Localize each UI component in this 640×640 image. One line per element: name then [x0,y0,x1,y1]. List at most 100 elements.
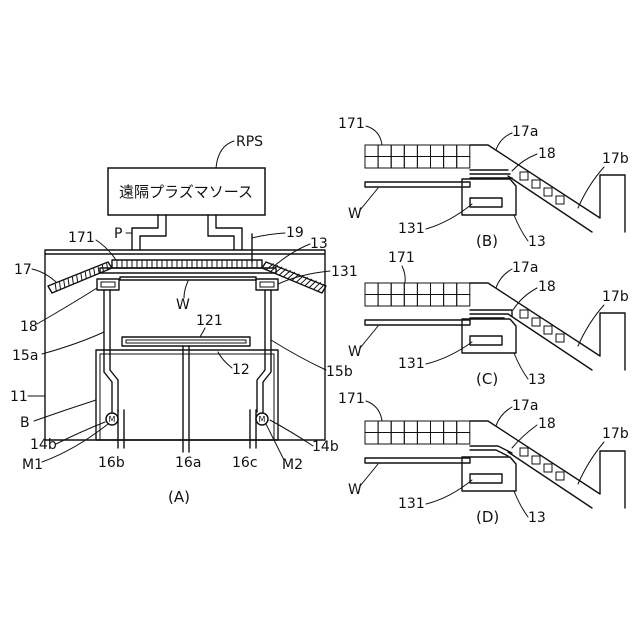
hatch-line [81,274,82,281]
shower-plate-cell [404,295,417,307]
leader-17a [496,269,512,288]
panel-a: RPS 遠隔プラズマソース P 19 W [10,134,358,506]
panel-d: 171 17a 18 17b W 131 (D) 13 [338,391,629,526]
motor-m2-symbol: M [259,415,266,424]
label-131: 131 [331,264,358,280]
hatch-line [313,283,320,290]
hatch-line [68,279,69,286]
hatch-line [107,264,108,270]
shower-plate-cell [365,157,378,169]
leader-17a [496,133,512,150]
shower-plate-cell [431,295,444,307]
label-m2: M2 [282,457,303,473]
slope-cell [532,318,540,326]
label-18: 18 [20,319,38,335]
leader-17a [496,407,512,426]
leader-13 [514,353,528,379]
hatch-line [266,264,273,270]
label-16a: 16a [175,455,201,471]
shower-plate-grid [365,421,470,444]
lid-plate [100,268,276,273]
shower-plate-cell [391,157,404,169]
label-171: 171 [68,230,95,246]
shower-plate-cell [457,295,470,307]
shower-plate-cell [378,295,391,307]
heater-131 [470,336,502,345]
caption-c: (C) [476,370,498,388]
leader-b [34,400,96,421]
label-m1: M1 [22,457,43,473]
gas-pipe-left-inner [140,215,166,250]
label-17a: 17a [512,124,538,140]
lift-pin-16b [118,410,124,448]
shower-plate-holes [117,260,257,268]
label-17b: 17b [602,151,629,167]
wafer [365,320,470,325]
slope-cell [520,448,528,456]
hatch-line [279,269,286,275]
label-w: W [348,482,362,498]
label-rps: RPS [236,134,263,150]
shower-plate-cell [365,283,378,295]
leader-w [184,281,188,298]
hatch-line [305,279,312,286]
shower-plate-grid [365,145,470,168]
shower-plate-cell [365,433,378,445]
leader-rps [216,141,234,168]
label-17b: 17b [602,289,629,305]
panel-c: 171 17a 18 17b W 131 (C) 13 [348,250,629,388]
leader-13 [514,491,528,517]
caption-d: (D) [476,508,499,526]
label-131: 131 [398,356,425,372]
leader-171 [366,401,382,421]
motor-m1-symbol: M [109,415,116,424]
slope-cell [544,464,552,472]
leader-w [360,188,378,210]
slope-cell [556,472,564,480]
lift-pin-16c [250,410,256,448]
label-18: 18 [538,146,556,162]
hatch-line [283,271,290,277]
label-13: 13 [528,510,546,526]
shower-plate-cell [417,433,430,445]
wafer [120,277,256,280]
label-remote-plasma-source: 遠隔プラズマソース [119,183,253,201]
shower-plate-cell [444,433,457,445]
gas-pipe-left-outer [132,215,158,250]
shower-plate-cell [457,157,470,169]
shower-plate-cell [378,283,391,295]
shower-plate-cell [404,433,417,445]
leader-13 [272,244,310,268]
label-171: 171 [388,250,415,266]
shower-plate-cell [404,157,417,169]
caption-a: (A) [168,488,190,506]
hatch-line [60,283,61,290]
label-17: 17 [14,262,32,278]
leader-15b [271,340,326,370]
label-w: W [176,297,190,313]
shower-plate-cell [444,283,457,295]
label-18: 18 [538,279,556,295]
shield-ring-18 [470,170,512,178]
shower-plate-cell [417,283,430,295]
slope-cell [556,196,564,204]
susceptor-inner [126,340,246,343]
shower-plate-cell [457,145,470,157]
shower-plate-cell [417,421,430,433]
rod-15b-outer [263,290,271,412]
shower-plate-cell [404,145,417,157]
heater-box-left [97,279,119,290]
shower-plate-cell [391,295,404,307]
shower-plate-cell [391,421,404,433]
leader-19 [252,233,285,238]
shower-plate-cell [391,433,404,445]
shower-plate-cell [431,157,444,169]
leader-m2 [266,424,284,460]
shower-plate-cell [404,421,417,433]
shower-plate-cell [417,157,430,169]
slope-cell [556,334,564,342]
shower-plate-cell [444,157,457,169]
label-17a: 17a [512,260,538,276]
shower-plate-cell [444,421,457,433]
